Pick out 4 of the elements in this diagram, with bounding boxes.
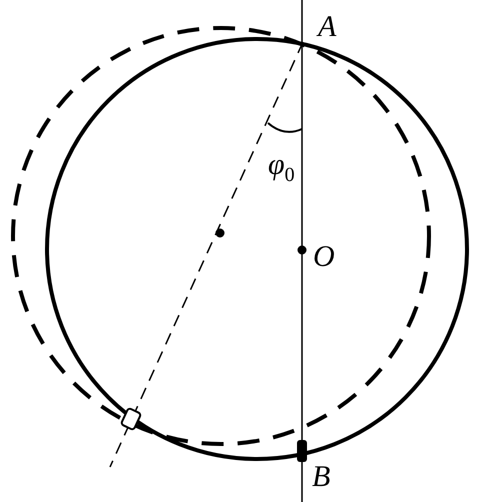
angle-label: φ$_{0}$ bbox=[268, 150, 295, 188]
point-label: A bbox=[318, 12, 336, 42]
point-label: O bbox=[313, 242, 335, 272]
point-label: B bbox=[312, 462, 330, 492]
